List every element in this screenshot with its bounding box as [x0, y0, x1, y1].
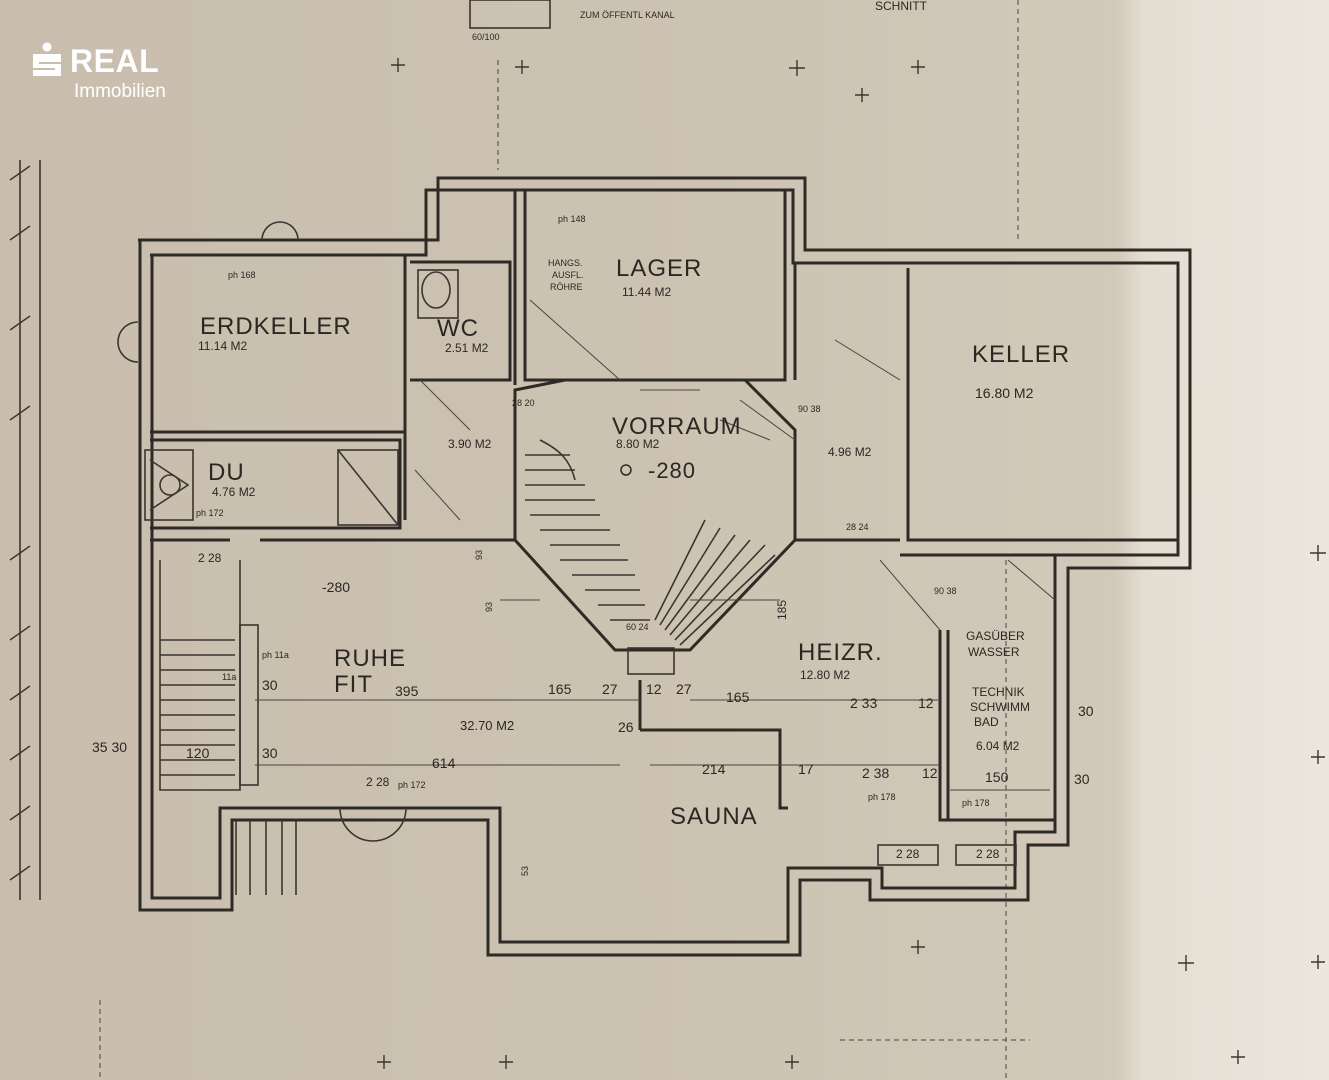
room-label-ruhe: RUHE	[334, 645, 406, 672]
brand-name: REAL	[70, 43, 160, 79]
window-2820: 28 20	[512, 398, 535, 408]
lager-note-1: HANGS.	[548, 258, 583, 268]
room-area-heizr: 12.80 M2	[800, 668, 850, 682]
room-label-sauna: SAUNA	[670, 803, 758, 830]
dim-53: 53	[520, 866, 530, 876]
dim-12-heizr: 12	[918, 695, 934, 711]
ph-172-a: ph 172	[398, 780, 426, 790]
room-area-ruhe: 32.70 M2	[460, 718, 514, 733]
left-dimension-chain	[9, 160, 41, 900]
sparkasse-s-icon	[33, 42, 61, 76]
lager-note-2: AUSFL.	[552, 270, 584, 280]
dim-12-bottom: 12	[922, 765, 938, 781]
level-marker-icon	[620, 464, 632, 476]
room-area-hall-left: 3.90 M2	[448, 437, 492, 451]
window-9038-a: 90 38	[798, 404, 821, 414]
outer-walls	[138, 176, 1192, 957]
dim-165-left: 165	[548, 681, 572, 697]
brand-logo[interactable]: REAL Immobilien	[30, 42, 166, 101]
dim-185: 185	[775, 600, 789, 620]
dim-150: 150	[985, 769, 1009, 785]
ph-11a: ph 11a	[262, 650, 289, 660]
dim-27-right: 27	[676, 681, 692, 697]
room-area-du: 4.76 M2	[212, 485, 256, 499]
room-label-du: DU	[208, 459, 245, 486]
ph-148: ph 148	[558, 214, 586, 224]
axis-lines	[99, 0, 1030, 1080]
level-ruhe: -280	[322, 579, 350, 595]
dim-26: 26	[618, 719, 634, 735]
fixtures	[144, 269, 459, 526]
window-6024: 60 24	[626, 622, 649, 632]
access-stair	[159, 560, 297, 895]
dim-93-a: 93	[484, 602, 494, 612]
room-area-lager: 11.44 M2	[622, 285, 671, 299]
dim-30-ruhe: 30	[262, 677, 278, 693]
room-area-keller: 16.80 M2	[975, 385, 1034, 401]
room-area-technik: 6.04 M2	[976, 739, 1020, 753]
dim-11a: 11a	[222, 672, 236, 682]
level-vorraum: -280	[648, 458, 696, 483]
room-label-lager: LAGER	[616, 255, 702, 282]
dim-165-right: 165	[726, 689, 750, 705]
dim-228-b: 2 28	[198, 551, 222, 565]
room-label-keller: KELLER	[972, 341, 1070, 368]
shaft-dim: 60/100	[472, 32, 500, 42]
dim-228-a: 2 28	[366, 775, 390, 789]
brand-subtitle: Immobilien	[74, 81, 166, 102]
dim-3530: 35 30	[92, 739, 127, 755]
ph-178-a: ph 178	[868, 792, 896, 802]
dim-120: 120	[186, 745, 210, 761]
dim-93-b: 93	[474, 550, 484, 560]
room-label-gasuebergabe-1: GASÜBER	[966, 629, 1025, 643]
dim-238: 2 38	[862, 765, 889, 781]
dim-27-left: 27	[602, 681, 618, 697]
window-2824: 28 24	[846, 522, 869, 532]
room-area-vorraum: 8.80 M2	[616, 437, 660, 451]
room-label-fit: FIT	[334, 671, 373, 698]
dim-395: 395	[395, 683, 419, 699]
room-label-heizr: HEIZR.	[798, 639, 883, 666]
ph-168: ph 168	[228, 270, 256, 280]
section-label: SCHNITT	[875, 0, 928, 13]
dim-228-c: 2 28	[896, 847, 920, 861]
room-label-wc: WC	[437, 315, 479, 342]
dim-30-right-bottom: 30	[1074, 771, 1090, 787]
dim-214: 214	[702, 761, 726, 777]
dim-12-mid: 12	[646, 681, 662, 697]
room-label-erdkeller: ERDKELLER	[200, 313, 352, 340]
shaft-box	[469, 0, 551, 29]
dim-228-d: 2 28	[976, 847, 1000, 861]
window-9038-b: 90 38	[934, 586, 957, 596]
light-wells	[117, 221, 1017, 866]
staircase	[513, 378, 797, 675]
ph-172-b: ph 172	[196, 508, 224, 518]
room-label-vorraum: VORRAUM	[612, 413, 742, 440]
registration-marks	[377, 58, 1326, 1069]
room-label-gasuebergabe-2: WASSER	[968, 645, 1020, 659]
door-swings	[255, 299, 1056, 791]
canal-note: ZUM ÖFFENTL KANAL	[580, 10, 675, 20]
dim-30-right-top: 30	[1078, 703, 1094, 719]
dim-30-stair: 30	[262, 745, 278, 761]
dim-233: 2 33	[850, 695, 877, 711]
room-label-technik-2: SCHWIMM	[970, 700, 1030, 714]
ph-178-b: ph 178	[962, 798, 990, 808]
room-area-hall-right: 4.96 M2	[828, 445, 872, 459]
room-area-wc: 2.51 M2	[445, 341, 489, 355]
dim-17: 17	[798, 761, 814, 777]
room-area-erdkeller: 11.14 M2	[198, 339, 247, 353]
room-label-technik-3: BAD	[974, 715, 999, 729]
room-label-technik-1: TECHNIK	[972, 685, 1025, 699]
dim-614: 614	[432, 755, 456, 771]
lager-note-3: RÖHRE	[550, 282, 583, 292]
